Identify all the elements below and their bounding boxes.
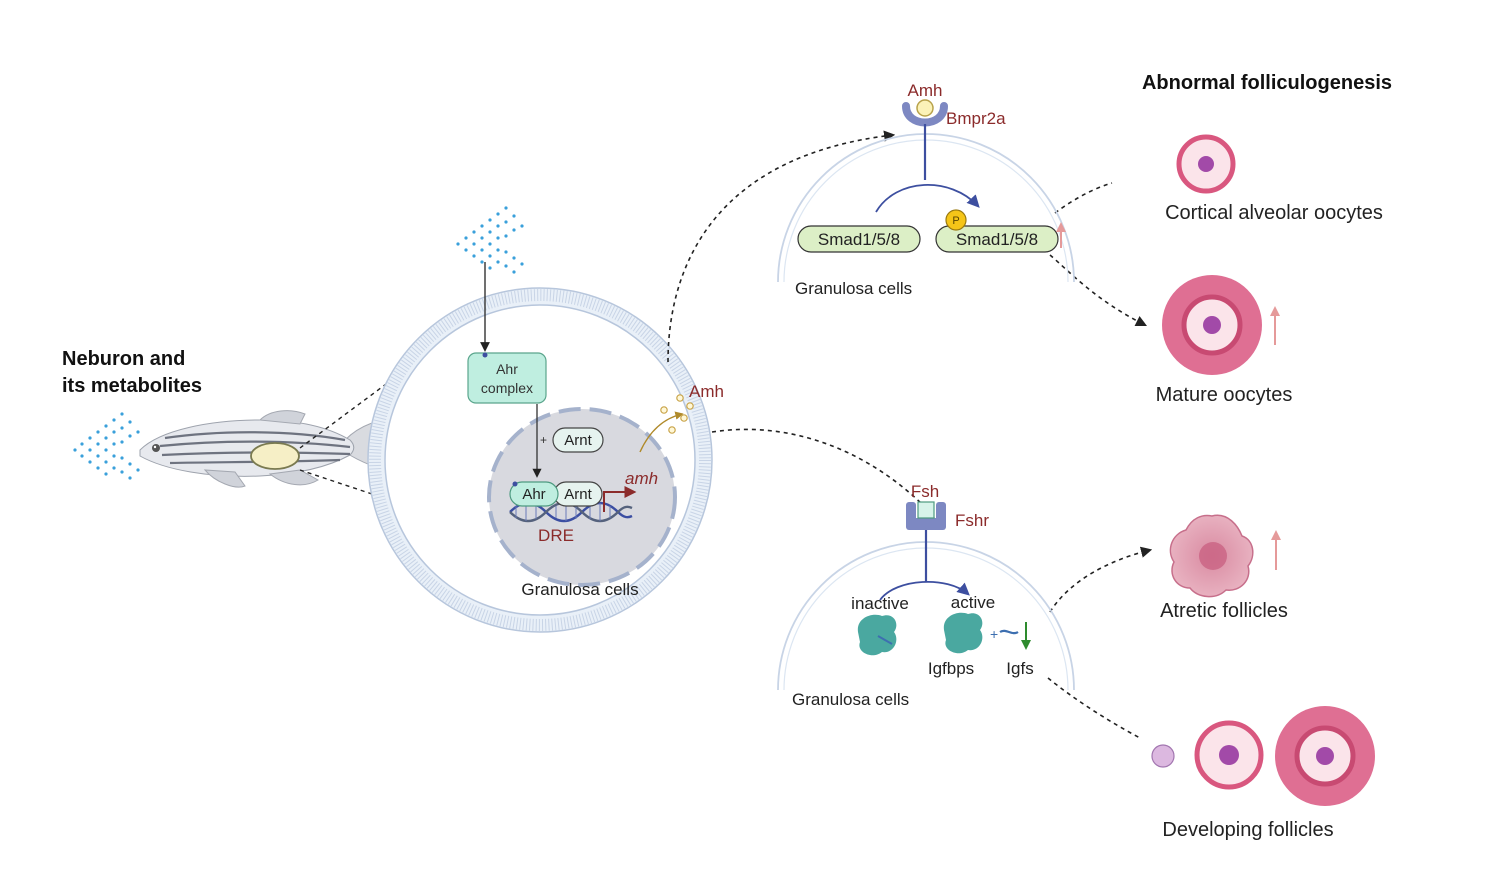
amh-ligand-label: Amh: [908, 81, 943, 100]
arnt-pill: Arnt: [552, 427, 604, 453]
ahr-complex-line2: complex: [481, 380, 533, 396]
amh-secretion-arrow: [639, 411, 684, 453]
fshr-label: Fshr: [955, 511, 989, 530]
cortical-label: Cortical alveolar oocytes: [1165, 202, 1383, 224]
phospho-label: P: [952, 215, 959, 227]
fshr-receptor: [906, 501, 946, 582]
atretic-up-arrowhead: [1271, 530, 1281, 540]
amh-protein-label: Amh: [689, 382, 724, 401]
neburon-spray-left: [73, 412, 140, 480]
igfbps-label: Igfbps: [928, 659, 974, 678]
developing-follicles-icons: [1151, 706, 1375, 806]
top-cell-label: Granulosa cells: [795, 279, 912, 298]
compound-title-line1: Neburon and: [62, 348, 185, 370]
plus-sign: +: [540, 433, 547, 447]
dre-label: DRE: [538, 526, 574, 545]
mature-label: Mature oocytes: [1156, 384, 1293, 406]
neburon-spray-center: [456, 206, 524, 274]
outcomes-title: Abnormal folliculogenesis: [1142, 72, 1392, 94]
smad-left-label: Smad1/5/8: [818, 230, 900, 249]
zoom-lines: [299, 369, 406, 506]
phospho-badge: P: [945, 209, 967, 231]
mature-oocyte-icon: [1162, 275, 1262, 375]
atretic-label: Atretic follicles: [1160, 600, 1288, 622]
connector-lines: [667, 130, 1153, 739]
active-label: active: [951, 593, 995, 612]
arnt-bound-label: Arnt: [564, 486, 592, 503]
smad-right-pill: Smad1/5/8: [935, 225, 1059, 253]
igfs-label: Igfs: [1006, 659, 1033, 678]
amh-particles: [660, 394, 694, 434]
svg-text:+: +: [990, 626, 998, 642]
transcription-start-arrow: [603, 486, 637, 512]
bmpr2a-label: Bmpr2a: [946, 109, 1006, 128]
activation-arrow: [879, 580, 970, 601]
igf-binding-icon: +: [990, 626, 1019, 642]
smad-left-pill: Smad1/5/8: [797, 225, 921, 253]
compound-title-line2: its metabolites: [62, 375, 202, 397]
ahr-bound-label: Ahr: [522, 486, 545, 503]
ahr-arnt-dimer: Arnt Ahr: [509, 481, 603, 507]
mature-up-arrowhead: [1270, 306, 1280, 316]
smad-up-arrowhead: [1056, 222, 1066, 232]
atretic-follicle-icon: [1169, 514, 1254, 598]
bmpr2a-receptor: [902, 99, 948, 180]
ahr-complex-line1: Ahr: [496, 361, 518, 377]
fsh-label: Fsh: [911, 482, 939, 501]
arnt-label: Arnt: [564, 432, 592, 449]
inactive-protein-icon: [857, 614, 897, 656]
smad-phospho-arrow: [875, 184, 980, 213]
inactive-label: inactive: [851, 594, 909, 613]
active-protein-icon: [943, 612, 983, 654]
zebrafish-icon: [139, 410, 399, 488]
cortical-alveolar-oocyte-icon: [1176, 134, 1236, 194]
bottom-cell-label: Granulosa cells: [792, 690, 909, 709]
ahr-complex-box: Ahr complex: [467, 352, 547, 404]
cell-label: Granulosa cells: [521, 580, 638, 599]
developing-label: Developing follicles: [1162, 819, 1333, 841]
igfs-down-arrowhead: [1021, 640, 1031, 650]
amh-gene-label: amh: [625, 469, 658, 488]
smad-right-label: Smad1/5/8: [956, 230, 1038, 249]
